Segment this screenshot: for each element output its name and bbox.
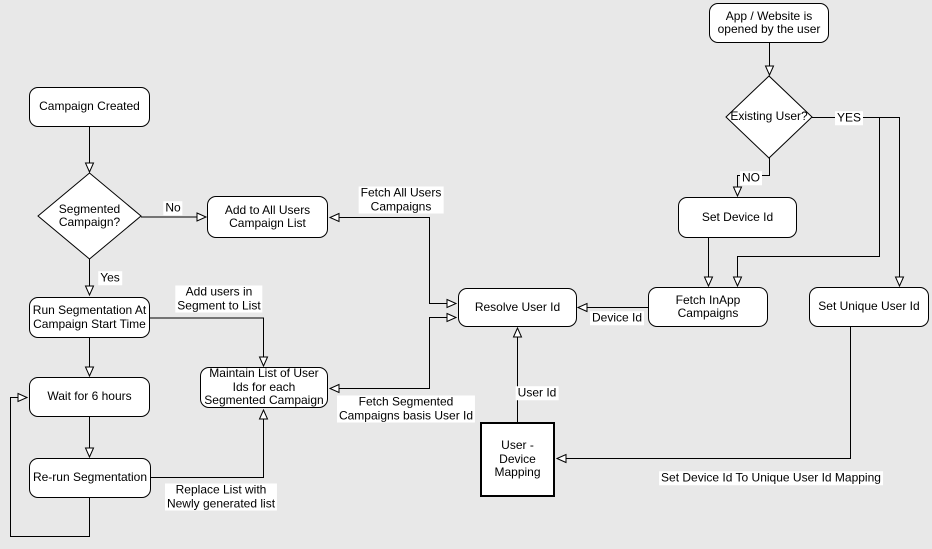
edge-run-to-maintain [150,317,269,368]
edge-set-unique-to-mapping [555,327,851,464]
edge-existing-yes-to-set-unique [879,117,905,288]
edge-maintain-to-resolve [328,312,458,394]
edge-all-users-to-resolve [328,212,458,309]
edge-rerun-to-maintain [151,408,269,478]
node-shape-existing-user-decision [725,75,813,159]
edge-rerun-loop-to-wait [10,392,90,537]
node-shape-segmented-campaign-decision [37,172,142,260]
edge-existing-no-to-set-device [732,158,770,198]
